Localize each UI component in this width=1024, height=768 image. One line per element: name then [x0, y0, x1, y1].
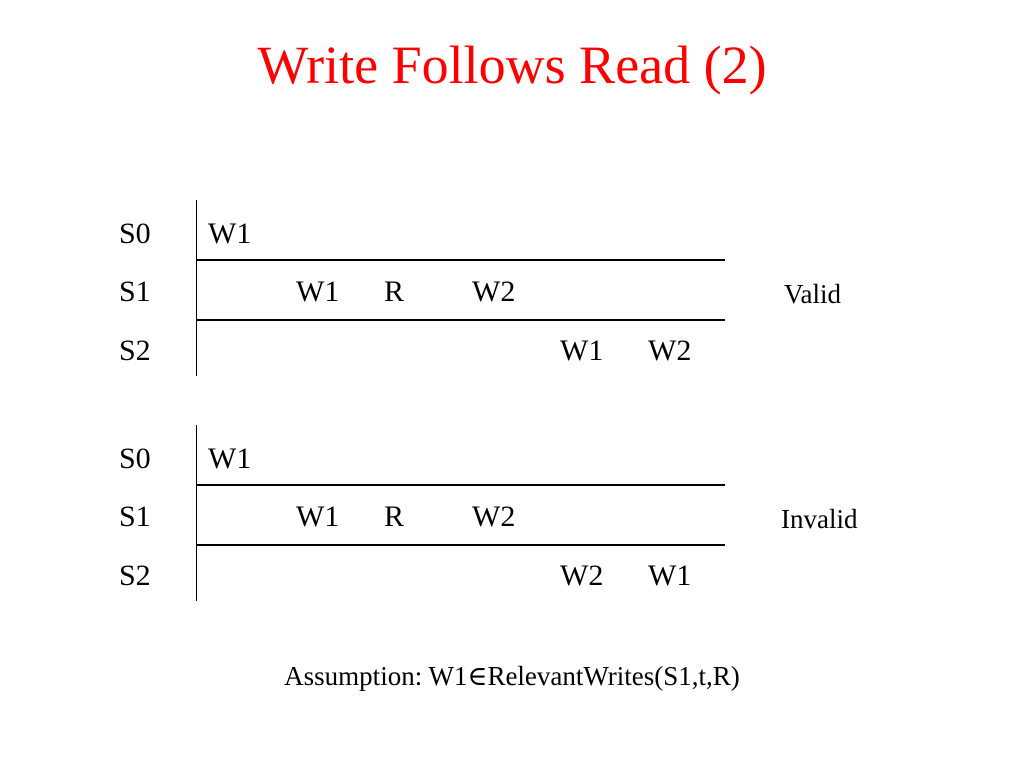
row-divider	[196, 544, 725, 546]
timeline-axis	[196, 200, 197, 376]
slide-title: Write Follows Read (2)	[257, 35, 767, 95]
server-label-s1: S1	[119, 275, 151, 308]
server-label-s1: S1	[119, 500, 151, 533]
event-write: W1	[296, 275, 340, 308]
assumption-prefix: Assumption: W1	[284, 661, 468, 691]
server-label-s2: S2	[119, 559, 151, 592]
timeline-axis	[196, 425, 197, 601]
event-write: W1	[208, 442, 252, 475]
event-write: W1	[648, 559, 692, 592]
event-write: W1	[296, 500, 340, 533]
assumption-note: Assumption: W1∈RelevantWrites(S1,t,R)	[0, 658, 1024, 694]
row-divider	[196, 259, 725, 261]
event-write: W2	[648, 334, 692, 367]
row-divider	[196, 484, 725, 486]
element-of-symbol: ∈	[467, 661, 488, 691]
event-write: W1	[560, 334, 604, 367]
event-read: R	[384, 275, 405, 308]
row-divider	[196, 319, 725, 321]
status-label-invalid: Invalid	[781, 504, 858, 534]
timeline-diagram-valid: S0 W1 S1 W1 R W2 S2 W1 W2 Valid	[0, 200, 1024, 380]
server-label-s0: S0	[119, 442, 151, 475]
assumption-suffix: RelevantWrites(S1,t,R)	[487, 661, 740, 691]
server-label-s2: S2	[119, 334, 151, 367]
event-write: W1	[208, 217, 252, 250]
server-label-s0: S0	[119, 217, 151, 250]
event-read: R	[384, 500, 405, 533]
timeline-diagram-invalid: S0 W1 S1 W1 R W2 S2 W2 W1 Invalid	[0, 425, 1024, 605]
status-label-valid: Valid	[784, 279, 841, 309]
event-write: W2	[472, 500, 516, 533]
event-write: W2	[472, 275, 516, 308]
event-write: W2	[560, 559, 604, 592]
